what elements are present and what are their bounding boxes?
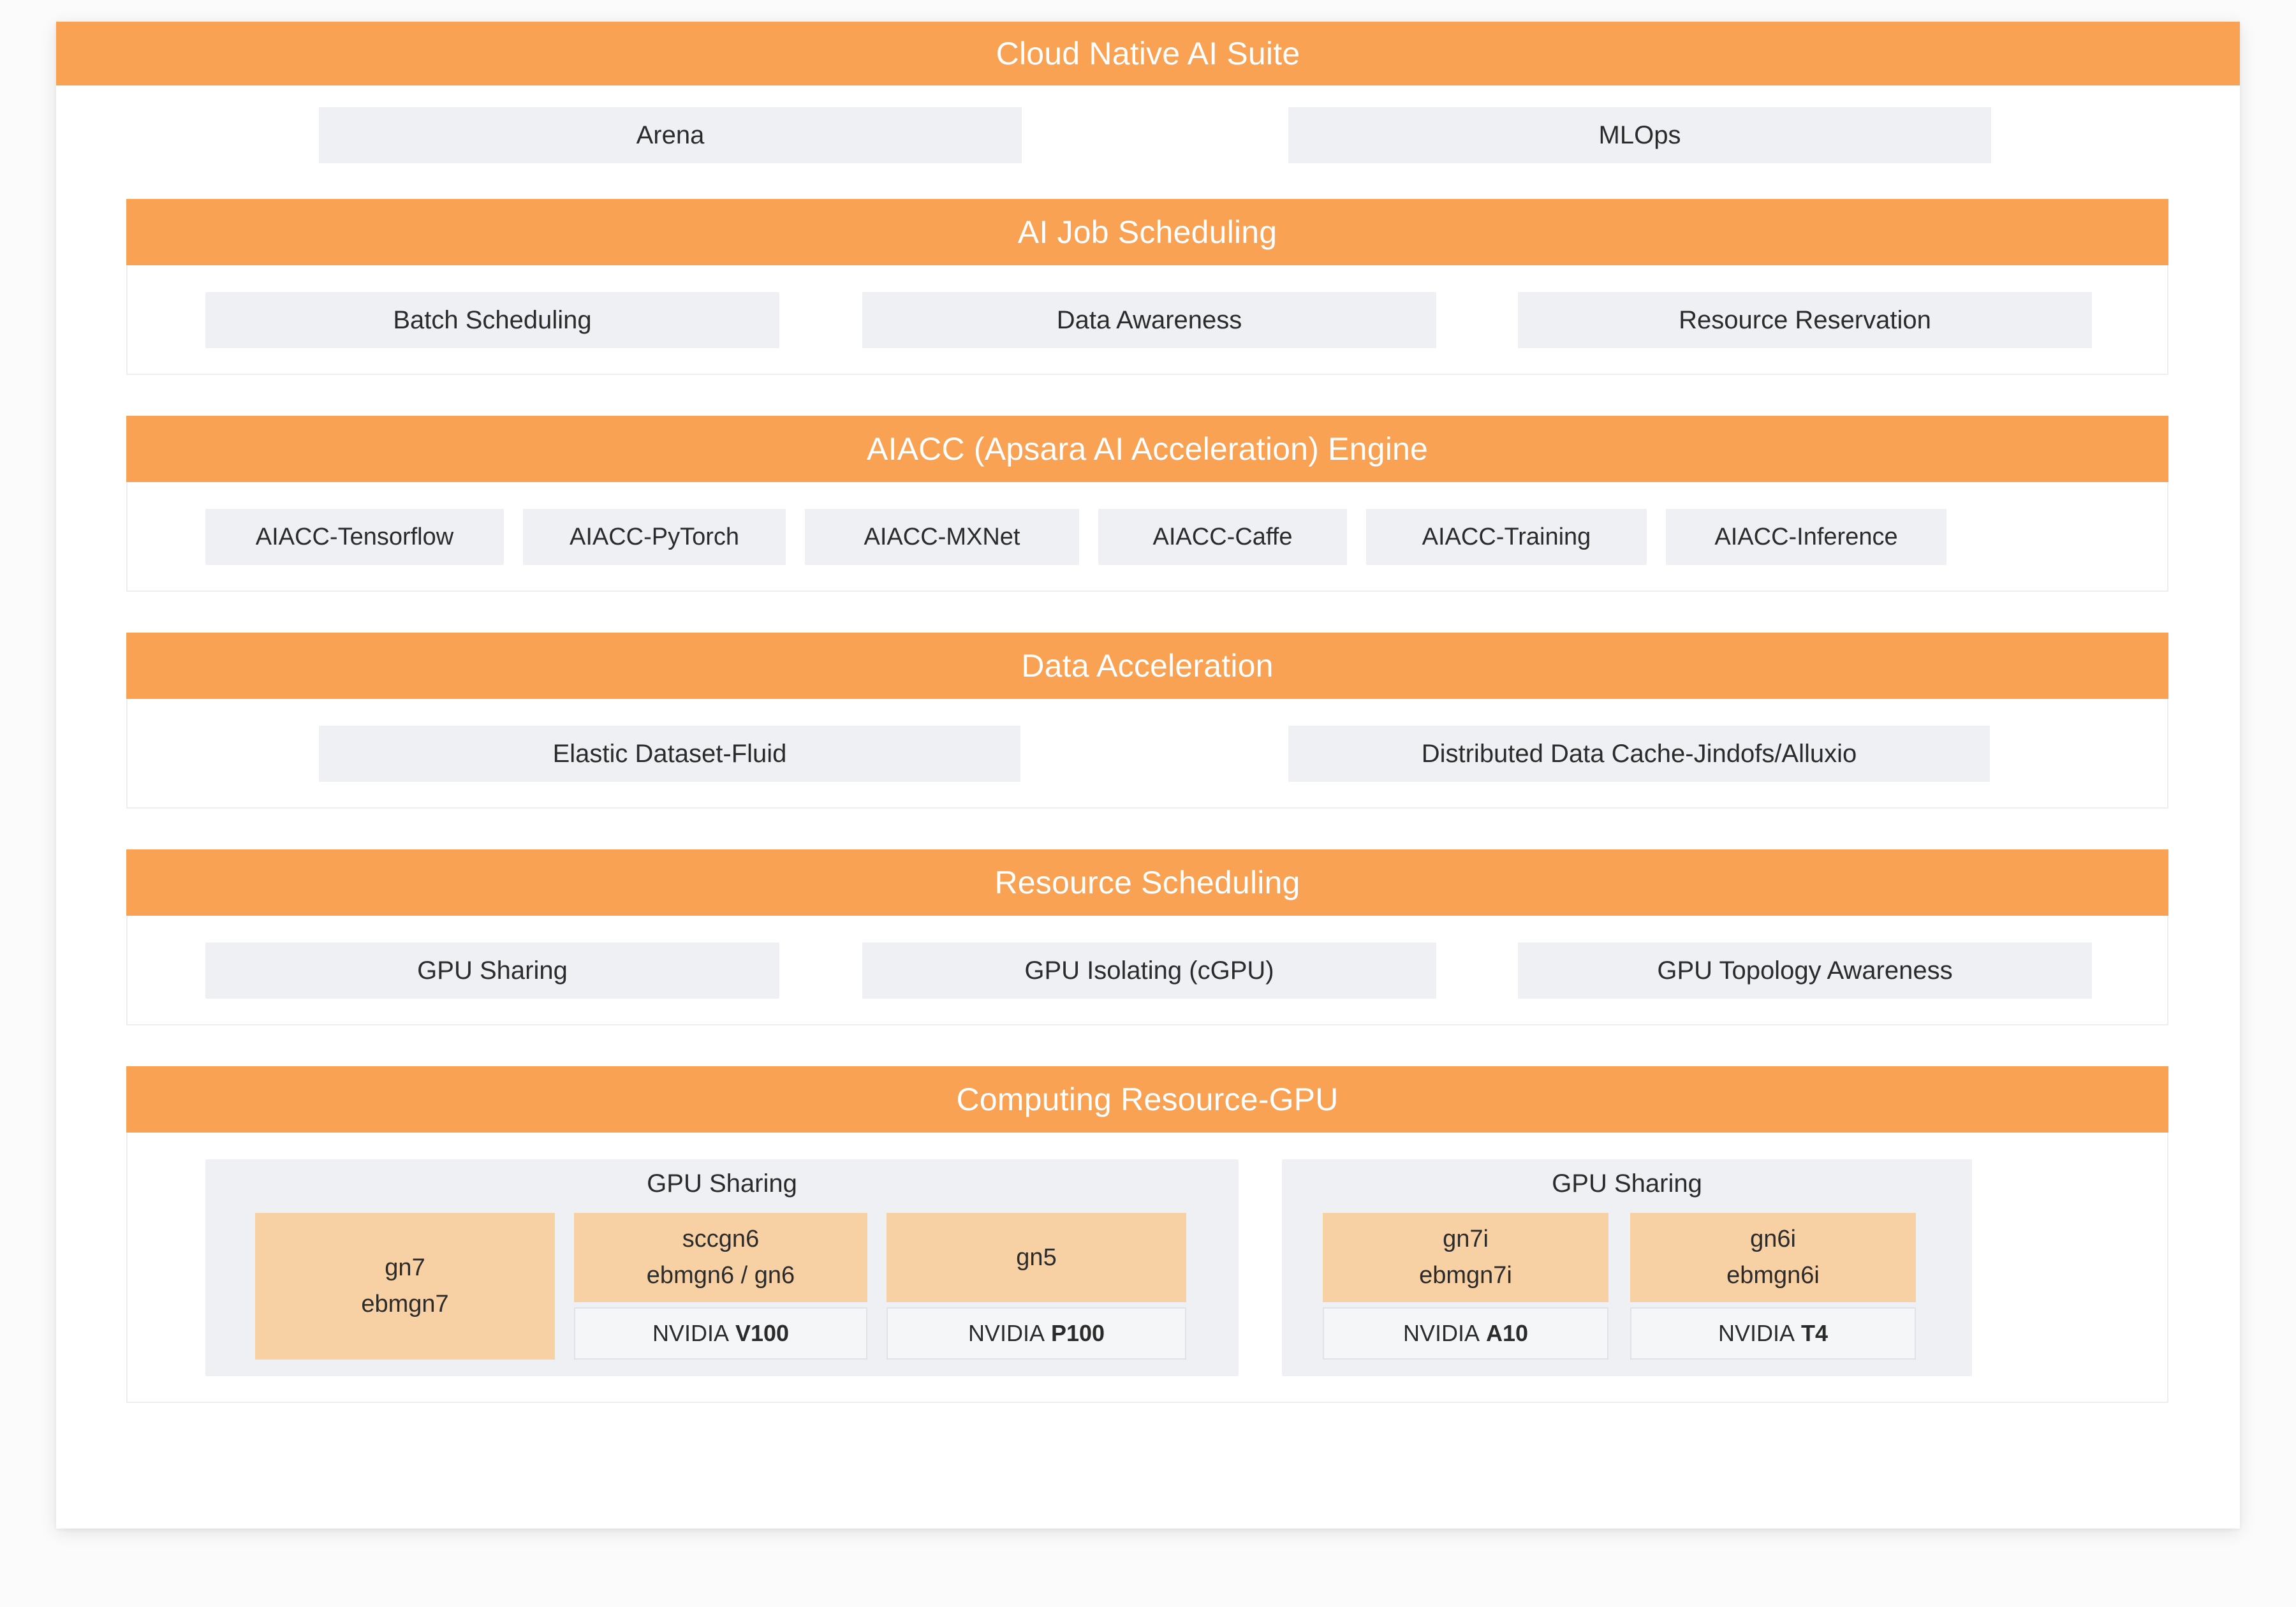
section-title: Computing Resource-GPU — [956, 1082, 1339, 1117]
chip-label: Elastic Dataset-Fluid — [552, 739, 787, 768]
chip-label: AIACC-Caffe — [1152, 523, 1293, 550]
chip-aiacc-caffe[interactable]: AIACC-Caffe — [1098, 509, 1347, 565]
gpu-panel-left-title: GPU Sharing — [647, 1170, 797, 1198]
gpu-box-line: ebmgn6 / gn6 — [646, 1262, 795, 1289]
section-banner-resource-scheduling: Resource Scheduling — [126, 849, 2168, 916]
section-banner-data-acceleration: Data Acceleration — [126, 633, 2168, 699]
chip-gpu-topology-awareness[interactable]: GPU Topology Awareness — [1518, 943, 2092, 999]
gpu-box-line: ebmgn7i — [1419, 1262, 1512, 1289]
chip-data-awareness[interactable]: Data Awareness — [862, 292, 1436, 348]
section-body-ai-job-scheduling: Batch Scheduling Data Awareness Resource… — [126, 265, 2168, 375]
gpu-box-gn7[interactable]: gn7 ebmgn7 — [255, 1213, 555, 1360]
section-title: Resource Scheduling — [994, 865, 1300, 900]
nvidia-badge-prefix: NVIDIA — [652, 1320, 729, 1346]
nvidia-badge-t4[interactable]: NVIDIA T4 — [1630, 1307, 1916, 1360]
section-body-computing-resource-gpu: GPU Sharing gn7 ebmgn7 sccgn6 ebmgn6 / g… — [126, 1133, 2168, 1403]
gpu-box-gn5[interactable]: gn5 — [887, 1213, 1186, 1302]
chip-label: AIACC-MXNet — [864, 523, 1020, 550]
section-banner-computing-resource-gpu: Computing Resource-GPU — [126, 1066, 2168, 1133]
section-body-aiacc-engine: AIACC-Tensorflow AIACC-PyTorch AIACC-MXN… — [126, 482, 2168, 592]
gpu-box-line: gn6i — [1750, 1226, 1796, 1252]
chip-arena-label: Arena — [636, 121, 705, 149]
nvidia-badge-prefix: NVIDIA — [1718, 1320, 1795, 1346]
chip-aiacc-pytorch[interactable]: AIACC-PyTorch — [523, 509, 786, 565]
section-banner-ai-job-scheduling: AI Job Scheduling — [126, 199, 2168, 265]
suite-banner: Cloud Native AI Suite — [56, 22, 2240, 85]
nvidia-badge-a10[interactable]: NVIDIA A10 — [1323, 1307, 1608, 1360]
chip-distributed-data-cache[interactable]: Distributed Data Cache-Jindofs/Alluxio — [1288, 726, 1990, 782]
gpu-panel-right: GPU Sharing gn7i ebmgn7i NVIDIA A10 gn6i… — [1282, 1159, 1972, 1376]
nvidia-badge-prefix: NVIDIA — [968, 1320, 1045, 1346]
nvidia-badge-model: A10 — [1485, 1320, 1529, 1346]
nvidia-badge-v100[interactable]: NVIDIA V100 — [574, 1307, 867, 1360]
chip-label: AIACC-Inference — [1714, 523, 1898, 550]
gpu-box-sccgn6[interactable]: sccgn6 ebmgn6 / gn6 — [574, 1213, 867, 1302]
chip-label: Distributed Data Cache-Jindofs/Alluxio — [1421, 739, 1857, 768]
chip-label: AIACC-Tensorflow — [255, 523, 454, 550]
gpu-box-line: gn7 — [385, 1254, 425, 1281]
chip-arena[interactable]: Arena — [319, 107, 1022, 163]
section-computing-resource-gpu: Computing Resource-GPU GPU Sharing gn7 e… — [126, 1066, 2168, 1403]
chip-gpu-isolating[interactable]: GPU Isolating (cGPU) — [862, 943, 1436, 999]
chip-elastic-dataset-fluid[interactable]: Elastic Dataset-Fluid — [319, 726, 1020, 782]
chip-mlops[interactable]: MLOps — [1288, 107, 1991, 163]
gpu-box-line: gn5 — [1016, 1244, 1057, 1271]
gpu-box-line: gn7i — [1443, 1226, 1489, 1252]
section-aiacc-engine: AIACC (Apsara AI Acceleration) Engine AI… — [126, 416, 2168, 592]
chip-label: GPU Sharing — [417, 956, 568, 985]
section-resource-scheduling: Resource Scheduling GPU Sharing GPU Isol… — [126, 849, 2168, 1025]
nvidia-badge-model: V100 — [735, 1320, 790, 1346]
chip-label: AIACC-PyTorch — [569, 523, 740, 550]
architecture-card: Cloud Native AI Suite Arena MLOps AI Job… — [56, 22, 2240, 1529]
section-title: AI Job Scheduling — [1017, 214, 1277, 250]
gpu-panel-right-title: GPU Sharing — [1552, 1170, 1702, 1198]
chip-aiacc-inference[interactable]: AIACC-Inference — [1666, 509, 1946, 565]
nvidia-badge-model: T4 — [1801, 1320, 1829, 1346]
suite-title: Cloud Native AI Suite — [996, 36, 1300, 71]
chip-aiacc-tensorflow[interactable]: AIACC-Tensorflow — [205, 509, 504, 565]
chip-aiacc-training[interactable]: AIACC-Training — [1366, 509, 1647, 565]
nvidia-badge-prefix: NVIDIA — [1402, 1320, 1480, 1346]
chip-label: GPU Isolating (cGPU) — [1024, 956, 1274, 985]
gpu-panel-left: GPU Sharing gn7 ebmgn7 sccgn6 ebmgn6 / g… — [205, 1159, 1239, 1376]
section-body-data-acceleration: Elastic Dataset-Fluid Distributed Data C… — [126, 699, 2168, 809]
nvidia-badge-model: P100 — [1050, 1320, 1105, 1346]
chip-mlops-label: MLOps — [1598, 121, 1681, 149]
section-title: Data Acceleration — [1021, 648, 1274, 684]
gpu-box-gn6i[interactable]: gn6i ebmgn6i — [1630, 1213, 1916, 1302]
gpu-box-line: ebmgn7 — [361, 1291, 449, 1317]
chip-label: Batch Scheduling — [393, 305, 592, 334]
section-data-acceleration: Data Acceleration Elastic Dataset-Fluid … — [126, 633, 2168, 809]
gpu-box-gn7i[interactable]: gn7i ebmgn7i — [1323, 1213, 1608, 1302]
section-ai-job-scheduling: AI Job Scheduling Batch Scheduling Data … — [126, 199, 2168, 375]
section-body-resource-scheduling: GPU Sharing GPU Isolating (cGPU) GPU Top… — [126, 916, 2168, 1025]
chip-aiacc-mxnet[interactable]: AIACC-MXNet — [805, 509, 1079, 565]
gpu-box-line: ebmgn6i — [1726, 1262, 1820, 1289]
chip-batch-scheduling[interactable]: Batch Scheduling — [205, 292, 779, 348]
suite-items-row: Arena MLOps — [56, 85, 2240, 181]
chip-resource-reservation[interactable]: Resource Reservation — [1518, 292, 2092, 348]
chip-gpu-sharing[interactable]: GPU Sharing — [205, 943, 779, 999]
chip-label: GPU Topology Awareness — [1657, 956, 1953, 985]
nvidia-badge-p100[interactable]: NVIDIA P100 — [887, 1307, 1186, 1360]
chip-label: AIACC-Training — [1422, 523, 1591, 550]
chip-label: Data Awareness — [1056, 305, 1242, 334]
gpu-box-line: sccgn6 — [682, 1226, 760, 1252]
chip-label: Resource Reservation — [1679, 305, 1931, 334]
section-title: AIACC (Apsara AI Acceleration) Engine — [866, 431, 1429, 467]
section-banner-aiacc-engine: AIACC (Apsara AI Acceleration) Engine — [126, 416, 2168, 482]
